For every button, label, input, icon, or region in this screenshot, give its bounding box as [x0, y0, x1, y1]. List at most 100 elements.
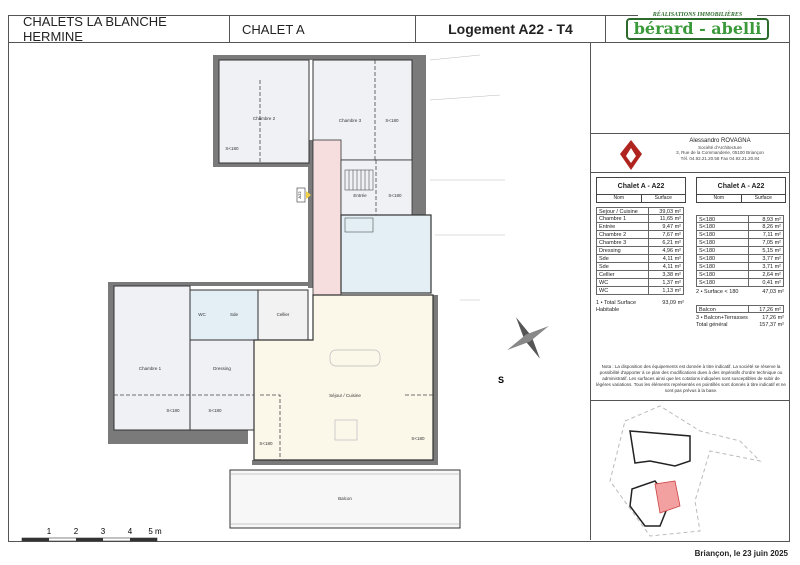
row-surface: 1,37 m²: [662, 280, 681, 286]
balcony-name: Balcon: [697, 306, 749, 313]
table-row: S<180 3,71 m²: [696, 263, 784, 271]
row-surface: 2,64 m²: [762, 272, 781, 278]
row-name: S<180: [697, 231, 749, 238]
col-name: Nom: [613, 195, 625, 201]
info-panel: [590, 43, 790, 540]
table-row: S<180 7,11 m²: [696, 231, 784, 239]
disclaimer-note: Nota : La disposition des équipements es…: [596, 364, 786, 393]
row-surface: 7,05 m²: [762, 240, 781, 246]
architect-role: Société d'Architecture: [698, 144, 742, 150]
row-name: Chambre 2: [597, 231, 649, 238]
table-left-header: Chalet A - A22 Nom Surface: [596, 177, 686, 203]
room-dressing: [189, 339, 255, 431]
logo-tagline: RÉALISATIONS IMMOBILIÈRES: [637, 12, 758, 18]
floor-plan: Chambre 2 Chambre 3 Entrée Chambre 1 Dre…: [21, 54, 549, 542]
room-chambre1: [113, 285, 191, 431]
label-chambre3: Chambre 3: [339, 118, 362, 123]
row-surface: 7,11 m²: [762, 232, 781, 238]
architect-logo-icon: [620, 140, 642, 170]
label-dressing: Dressing: [213, 366, 231, 371]
right-totals: 2 • Surface < 180 47,03 m² Balcon 17,26 m²…: [696, 287, 784, 329]
label-s180: S<180: [208, 408, 222, 413]
subtotal-value: 47,03 m²: [762, 289, 784, 295]
row-surface: 9,47 m²: [662, 224, 681, 230]
row-name: WC: [597, 279, 649, 286]
row-name: Sejour / Cuisine: [597, 208, 649, 215]
s180-lines: [114, 60, 433, 460]
grand-total-label: Total général: [696, 322, 728, 328]
room-sejour: [253, 294, 434, 461]
table-row: Chambre 3 6,21 m²: [596, 239, 684, 247]
table-row: S<180 7,05 m²: [696, 239, 784, 247]
room-chambre2: [218, 59, 310, 164]
label-balcon: Balcon: [338, 496, 352, 501]
row-surface: 3,71 m²: [762, 264, 781, 270]
architect-block: Alessandro ROVAGNA Société d'Architectur…: [590, 133, 790, 173]
row-surface: 4,11 m²: [662, 256, 681, 262]
plan-date: Briançon, le 23 juin 2025: [694, 549, 788, 558]
col-surface: Surface: [640, 195, 686, 202]
terrain-lines: [429, 54, 505, 301]
row-name: S<180: [697, 271, 749, 278]
col-name: Nom: [713, 195, 725, 201]
row-surface: 4,11 m²: [662, 264, 681, 270]
row-surface: 8,93 m²: [762, 217, 781, 223]
row-name: S<180: [697, 263, 749, 270]
table-row: Sde 4,11 m²: [596, 263, 684, 271]
table-row: WC 1,37 m²: [596, 279, 684, 287]
label-wc: WC: [198, 312, 206, 317]
room-balcon: [229, 469, 461, 529]
label-entree: Entrée: [353, 193, 367, 198]
row-name: S<180: [697, 223, 749, 230]
row-surface: 5,15 m²: [762, 248, 781, 254]
room-sde: [189, 289, 259, 341]
row-surface: 3,38 m²: [662, 272, 681, 278]
grand-total-value: 157,37 m²: [759, 322, 784, 328]
architect-address: 3, Rue de la Commanderie, 05100 Briançon: [676, 150, 764, 155]
row-surface: 0,41 m²: [762, 280, 781, 286]
row-surface: 8,26 m²: [762, 224, 781, 230]
table-row: S<180 8,26 m²: [696, 223, 784, 231]
row-surface: 7,67 m²: [662, 232, 681, 238]
row-surface: 6,21 m²: [662, 240, 681, 246]
label-s180: S<180: [259, 441, 273, 446]
col-surface: Surface: [740, 195, 786, 202]
row-name: Dressing: [597, 247, 649, 254]
row-surface: 3,77 m²: [762, 256, 781, 262]
label-chambre2: Chambre 2: [253, 116, 276, 121]
entry-door-tag: A22: [296, 187, 311, 203]
compass-south-label: S: [498, 375, 504, 385]
label-s180: S<180: [166, 408, 180, 413]
unit-location-highlight: [654, 480, 681, 514]
scale-bar: [21, 537, 158, 542]
terraces-label: 3 • Balcon+Terrasses: [696, 315, 748, 321]
label-s180: S<180: [225, 146, 239, 151]
row-name: Sde: [597, 263, 649, 270]
subtotal-label: 2 • Surface < 180: [696, 289, 739, 295]
table-row: Entrée 9,47 m²: [596, 223, 684, 231]
label-s180: S<180: [388, 193, 402, 198]
label-sde: Sde: [230, 312, 239, 317]
balcony-value: 17,26 m²: [759, 307, 781, 313]
room-cellier: [257, 289, 309, 341]
label-s180: S<180: [411, 436, 425, 441]
scale-tick: 1: [47, 527, 52, 536]
table-row: S<180 2,64 m²: [696, 271, 784, 279]
scale-tick: 4: [128, 527, 133, 536]
row-name: S<180: [697, 239, 749, 246]
table-left-title: Chalet A - A22: [597, 178, 685, 195]
logo-name: bérard - abelli: [633, 19, 762, 38]
row-surface: 11,65 m²: [659, 216, 681, 222]
row-name: Chambre 3: [597, 239, 649, 246]
row-name: Entrée: [597, 223, 649, 230]
